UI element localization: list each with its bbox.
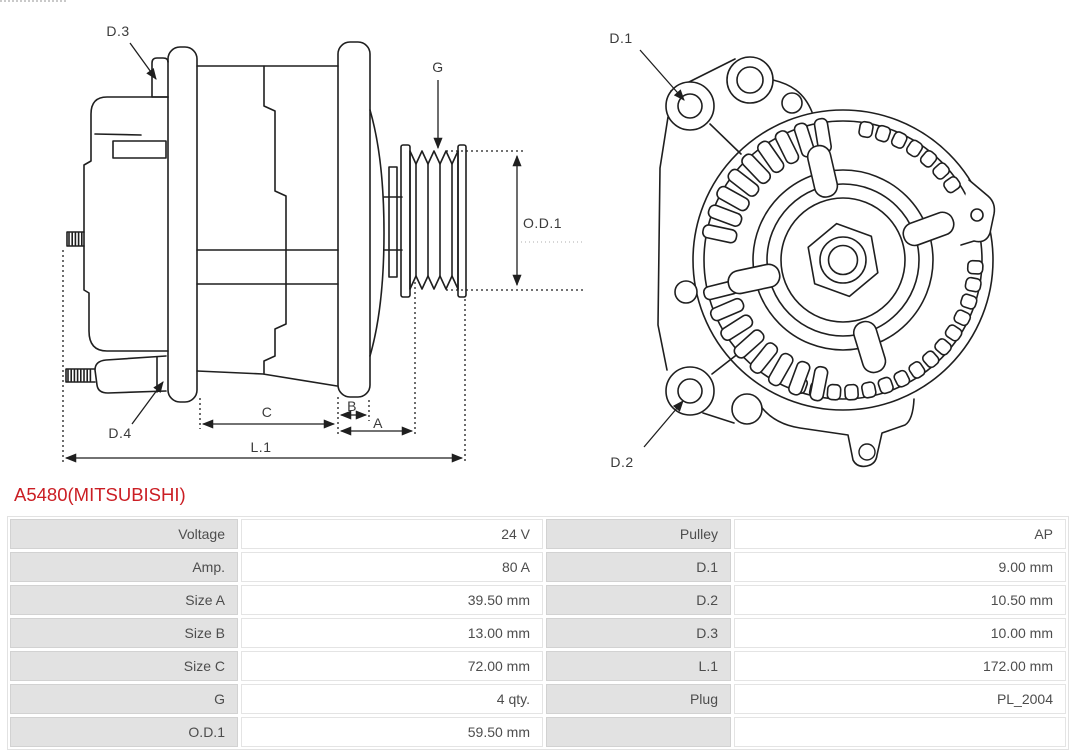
housing-inner-rim: [703, 120, 983, 400]
body-step-contour: [263, 65, 287, 374]
spec-label-left: O.D.1: [10, 717, 238, 747]
rear-housing-outline: [83, 96, 169, 352]
right-ear-hole: [970, 208, 984, 222]
spec-label-right: D.1: [546, 552, 731, 582]
d3-ear-tab: [151, 57, 169, 98]
spec-label-right: [546, 717, 731, 747]
spec-label-right: L.1: [546, 651, 731, 681]
rear-flange: [167, 46, 198, 403]
label-d2: D.2: [610, 454, 633, 470]
front-view-drawing: [657, 56, 996, 468]
spec-value-right: 172.00 mm: [734, 651, 1066, 681]
fan-spokes: [727, 144, 955, 374]
front-view-labels: D.1 D.2: [609, 30, 633, 470]
spec-label-right: D.2: [546, 585, 731, 615]
lower-foot: [94, 355, 167, 394]
pulley-grooves-top: [409, 150, 459, 165]
spec-label-right: Pulley: [546, 519, 731, 549]
spec-value-left: 4 qty.: [241, 684, 543, 714]
label-od1: O.D.1: [523, 215, 562, 231]
label-b: B: [347, 398, 357, 414]
leader-d1: [639, 49, 685, 101]
right-ear-outline: [960, 179, 996, 246]
upper-stud-threads: [68, 232, 83, 246]
pulley-rib-lines: [415, 163, 453, 277]
label-l1: L.1: [251, 439, 272, 455]
mount-bracket-outline: [657, 58, 915, 468]
extension-lines: [62, 150, 583, 463]
spec-value-left: 72.00 mm: [241, 651, 543, 681]
spec-value-left: 59.50 mm: [241, 717, 543, 747]
label-d3: D.3: [106, 23, 129, 39]
front-view-dimensions: [639, 49, 685, 448]
spec-value-left: 80 A: [241, 552, 543, 582]
spec-label-left: Voltage: [10, 519, 238, 549]
spec-value-left: 13.00 mm: [241, 618, 543, 648]
label-g: G: [432, 59, 443, 75]
spec-label-left: Size A: [10, 585, 238, 615]
label-c: C: [262, 404, 273, 420]
spec-value-right: 10.00 mm: [734, 618, 1066, 648]
leader-d2: [643, 400, 684, 448]
bottom-mount-hole-outer: [731, 393, 763, 425]
spec-value-right: AP: [734, 519, 1066, 549]
pulley-left-flange: [400, 144, 411, 298]
corner-dotted-artifact: [0, 0, 66, 5]
small-plate-hole-top: [781, 92, 803, 114]
label-d1: D.1: [609, 30, 632, 46]
shaft-spacer: [388, 166, 398, 278]
pulley-outer-circle: [752, 169, 934, 351]
leader-d3: [129, 42, 157, 80]
spec-table: Voltage 24 V Pulley AP Amp. 80 A D.1 9.0…: [7, 516, 1069, 750]
lower-stud: [65, 368, 96, 383]
alternator-technical-drawing: D.3 G O.D.1 D.4 C B A L.1: [62, 23, 996, 470]
spec-label-right: Plug: [546, 684, 731, 714]
spec-label-left: Size C: [10, 651, 238, 681]
bottom-ear-hole: [858, 443, 876, 461]
label-d4: D.4: [108, 425, 131, 441]
spec-value-left: 39.50 mm: [241, 585, 543, 615]
spec-value-right: 10.50 mm: [734, 585, 1066, 615]
shaft-bore-circle: [827, 244, 859, 276]
spec-label-right: D.3: [546, 618, 731, 648]
leader-d4: [131, 381, 164, 425]
side-view-drawing: [65, 41, 467, 403]
spec-label-left: G: [10, 684, 238, 714]
pulley-mid-circle: [766, 183, 920, 337]
pulley-grooves-bottom: [409, 275, 459, 290]
side-view-dimensions: [62, 42, 583, 463]
top-mount-hole: [736, 66, 764, 94]
label-a: A: [373, 415, 383, 431]
spec-label-left: Amp.: [10, 552, 238, 582]
part-number-title: A5480(MITSUBISHI): [14, 484, 186, 505]
front-flange: [337, 41, 371, 398]
mount-bracket-fill: [658, 59, 914, 467]
vent-slots: [701, 117, 832, 402]
mount-hole-d2: [677, 378, 703, 404]
terminal-block: [112, 140, 167, 159]
lower-stud-threads: [67, 369, 92, 382]
upper-stud: [66, 231, 85, 247]
pulley-right-flange: [457, 144, 467, 298]
small-plate-hole-left: [674, 280, 698, 304]
spec-value-right: 9.00 mm: [734, 552, 1066, 582]
side-view-labels: D.3 G O.D.1 D.4 C B A L.1: [106, 23, 562, 455]
spec-value-right: [734, 717, 1066, 747]
spec-value-left: 24 V: [241, 519, 543, 549]
spec-value-right: PL_2004: [734, 684, 1066, 714]
drive-end-cone: [369, 109, 385, 357]
spec-label-left: Size B: [10, 618, 238, 648]
